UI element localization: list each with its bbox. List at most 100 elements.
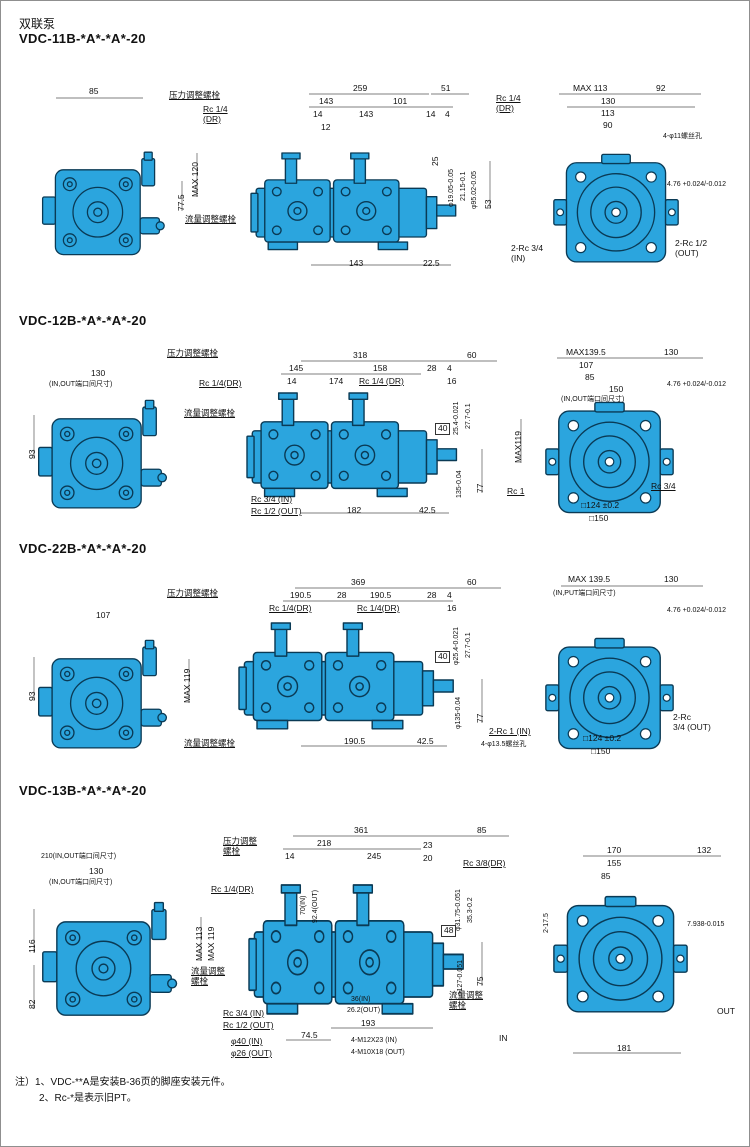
dim-label: 77.5 <box>176 194 186 211</box>
dim-label: φ25.4-0.021 <box>453 626 460 665</box>
dim-label: φ19.05-0.05 <box>448 168 455 207</box>
dim-label: OUT <box>717 1006 735 1016</box>
dim-label: 14 <box>426 109 436 119</box>
dimension-lines <box>33 93 721 1054</box>
dim-label: 16 <box>447 376 457 386</box>
dim-label: 14 <box>313 109 323 119</box>
dim-label: 12 <box>321 122 331 132</box>
dim-label: 77 <box>475 713 485 723</box>
dim-label: 130 <box>664 574 679 584</box>
dim-label: φ135-0.04 <box>455 696 462 729</box>
dim-label: 20 <box>423 853 433 863</box>
dim-label: 193 <box>361 1018 376 1028</box>
dim-label: 2-17.5 <box>543 913 550 933</box>
dim-label: 23 <box>423 840 433 850</box>
dim-label: 259 <box>353 83 368 93</box>
dim-label: 42.5 <box>419 505 436 515</box>
dim-label: 压力调整螺栓 <box>167 348 219 358</box>
dim-label: 4 <box>445 109 450 119</box>
dim-label: 27.7-0.1 <box>465 632 472 658</box>
dim-label: 14 <box>285 851 295 861</box>
dim-label: 182 <box>347 505 362 515</box>
dim-label: Rc 1/4 (DR) <box>203 104 228 124</box>
dim-label: MAX 139.5 <box>568 574 611 584</box>
dim-label: 流量调整螺栓 <box>185 214 237 224</box>
dim-label: 22.5 <box>423 258 440 268</box>
dim-label: 21.15-0.1 <box>460 171 467 201</box>
dim-label: 4-M12X23 (IN) <box>351 1037 397 1044</box>
dim-label: 143 <box>359 109 374 119</box>
dim-label: Rc 1/4(DR) <box>211 884 254 894</box>
dim-label: Rc 3/8(DR) <box>463 858 506 868</box>
dim-label: 70(IN) <box>300 895 307 915</box>
dim-label: 158 <box>373 363 388 373</box>
dim-label: 4 <box>447 590 452 600</box>
dim-label: 35.3-0.2 <box>467 897 474 923</box>
dim-label: 143 <box>319 96 334 106</box>
dim-label: Rc 3/4 (IN) <box>223 1008 265 1018</box>
dim-label: 93 <box>27 691 37 701</box>
dim-label: 51 <box>441 83 451 93</box>
model-heading-vdc12b: VDC-12B-*A*-*A*-20 <box>19 313 147 328</box>
dim-label: 130 <box>91 368 106 378</box>
dim-label: 60 <box>467 350 477 360</box>
dim-label: 流量调整 螺栓 <box>191 966 226 986</box>
dim-label: 4-M10X18 (OUT) <box>351 1049 405 1056</box>
dim-label: 245 <box>367 851 382 861</box>
dim-label: 218 <box>317 838 332 848</box>
dim-label: Rc 1/4(DR) <box>199 378 242 388</box>
dim-label: 2-Rc 3/4 (OUT) <box>673 712 711 732</box>
dim-label: 40 <box>435 423 451 435</box>
dim-label: Rc 1 <box>507 486 525 496</box>
dim-label: 113 <box>601 108 615 118</box>
dim-label: 压力调整 螺栓 <box>223 836 258 856</box>
dim-label: 28 <box>427 590 437 600</box>
dim-label: 26.2(OUT) <box>347 1007 381 1014</box>
dim-label: 48 <box>441 925 457 937</box>
dim-label: 93 <box>27 449 37 459</box>
dim-label: MAX119 <box>513 431 523 463</box>
dim-label: 42.5 <box>417 736 434 746</box>
dim-label: 4-φ13.5螺丝孔 <box>481 741 527 748</box>
model-heading-vdc22b: VDC-22B-*A*-*A*-20 <box>19 541 147 556</box>
dim-label: MAX 113 <box>573 83 608 93</box>
dim-label: 130 <box>89 866 104 876</box>
dim-label: 压力调整螺栓 <box>167 588 219 598</box>
dim-label: Rc 3/4 <box>651 481 676 491</box>
dim-label: Rc 1/4 (DR) <box>496 93 521 113</box>
dim-label: 82 <box>27 999 37 1009</box>
dim-label: 4 <box>447 363 452 373</box>
dim-label: 361 <box>354 825 369 835</box>
dim-label: 2-Rc 1 (IN) <box>489 726 531 736</box>
dim-label: 85 <box>477 825 487 835</box>
dim-label: 132 <box>697 845 712 855</box>
dim-label: (IN,OUT端口间尺寸) <box>561 396 625 403</box>
dim-label: φ95.02-0.05 <box>471 170 478 209</box>
dim-label: 7.938-0.015 <box>687 921 725 928</box>
model-heading-vdc13b: VDC-13B-*A*-*A*-20 <box>19 783 147 798</box>
dim-label: (IN,PUT端口间尺寸) <box>553 590 616 597</box>
dim-label: 130 <box>601 96 616 106</box>
dim-label: 190.5 <box>370 590 392 600</box>
dim-label: 155 <box>607 858 622 868</box>
dim-label: 25 <box>430 156 440 166</box>
dim-label: 85 <box>585 372 595 382</box>
dim-label: 210(IN,OUT端口间尺寸) <box>41 853 117 860</box>
dim-label: 181 <box>617 1043 632 1053</box>
footnote-1: 注）1、VDC-**A是安装B-36页的脚座安装元件。 <box>15 1077 231 1088</box>
dim-label: 369 <box>351 577 366 587</box>
dim-label: 流量调整 螺栓 <box>449 990 484 1010</box>
dim-label: MAX 119 <box>182 668 192 703</box>
dim-label: MAX 113 <box>194 926 204 961</box>
dim-label: 107 <box>96 610 111 620</box>
dim-label: 116 <box>27 939 37 953</box>
dim-label: 190.5 <box>290 590 312 600</box>
dim-label: 53 <box>483 199 493 209</box>
dim-label: □124 ±0.2 <box>583 733 622 743</box>
dim-label: φ40 (IN) <box>231 1036 263 1046</box>
dim-label: 77 <box>475 483 485 493</box>
dim-label: Rc 3/4 (IN) <box>251 494 293 504</box>
dim-label: 14 <box>287 376 297 386</box>
